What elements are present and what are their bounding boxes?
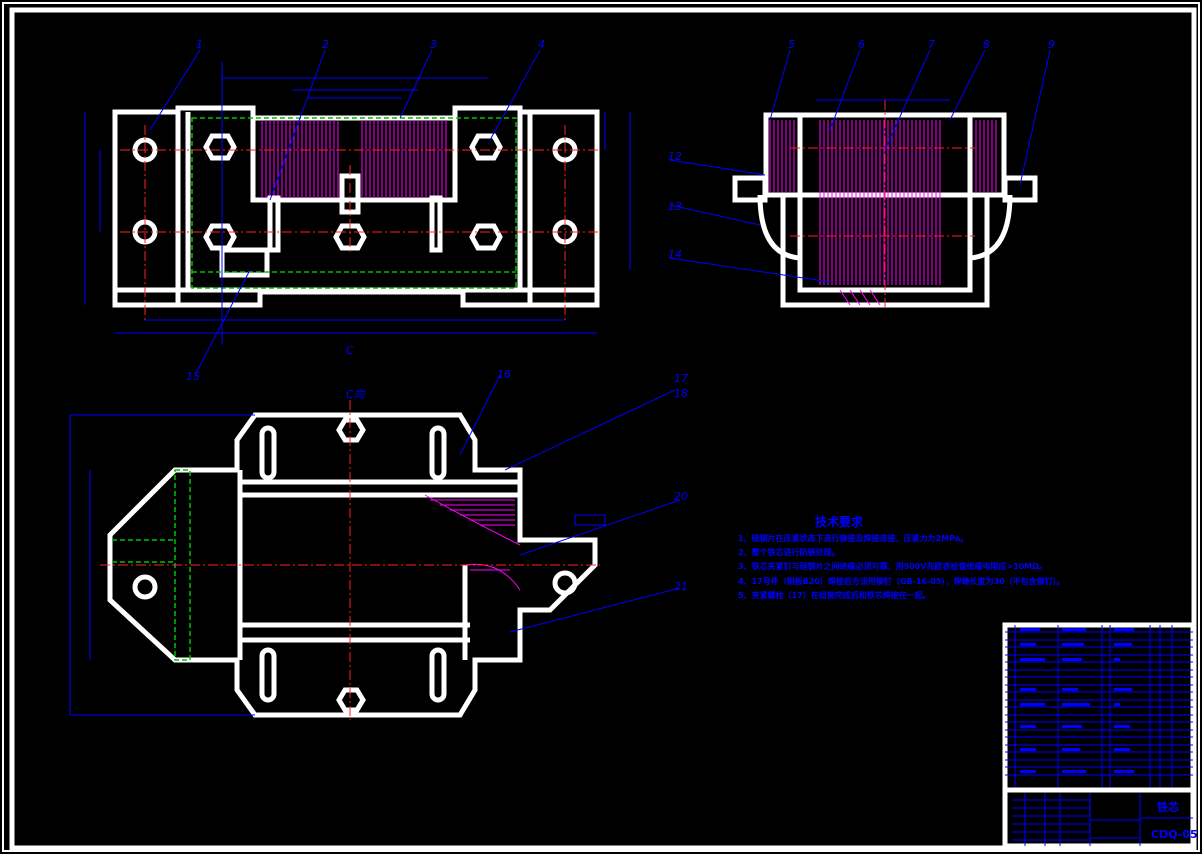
part-label-17: 17 [674,372,688,385]
part-label-4: 4 [538,38,545,51]
view-c-label: C向 [346,388,366,401]
part-label-1: 1 [196,38,203,51]
part-label-21: 21 [674,580,688,593]
title-block-drawing-no: CDQ-05 [1151,828,1198,841]
part-label-3: 3 [430,38,437,51]
tech-requirement-item: 2、整个铁芯进行防锈处理。 [738,548,840,557]
inner-frame [9,7,1197,851]
part-label-12: 12 [668,150,682,163]
c-view: C向 16 17 18 20 21 [69,368,688,720]
part-label-14: 14 [668,248,682,261]
part-label-9: 9 [1048,38,1055,51]
part-label-7: 7 [928,38,935,51]
part-label-20: 20 [674,490,688,503]
part-label-5: 5 [788,38,795,51]
part-label-16: 16 [497,368,511,381]
tech-requirement-item: 4、17号件（铜板B20）焊接后方法用铆钉（GB-16-05），焊缝长度为30（… [738,577,1065,586]
front-view: 1 2 3 4 15 C [84,38,631,383]
part-label-13: 13 [668,200,682,213]
part-label-15: 15 [186,370,200,383]
part-label-18: 18 [674,387,688,400]
side-view: 5 6 7 8 9 12 13 14 [668,38,1055,310]
tech-requirement-item: 3、铁芯夹紧钉与硅钢片之间绝缘必须可靠，用500V兆欧表检查绝缘电阻应>10MΩ… [738,562,1048,571]
part-label-2: 2 [322,38,329,51]
tech-requirement-item: 1、硅钢片在压紧状态下进行铆接及焊接连接，压紧力为2MPa。 [738,534,969,543]
tech-requirement-item: 5、夹紧螺栓（17）在组装完成后和铁芯焊接在一起。 [738,591,931,600]
part-label-6: 6 [858,38,865,51]
title-block-name: 铁芯 [1157,800,1179,814]
tech-requirements-title: 技术要求 [815,515,864,529]
parts-list [1002,622,1196,793]
arrow-c-label: C [346,344,354,357]
title-block: 铁芯 CDQ-05 [1002,787,1198,849]
part-label-8: 8 [983,38,990,51]
